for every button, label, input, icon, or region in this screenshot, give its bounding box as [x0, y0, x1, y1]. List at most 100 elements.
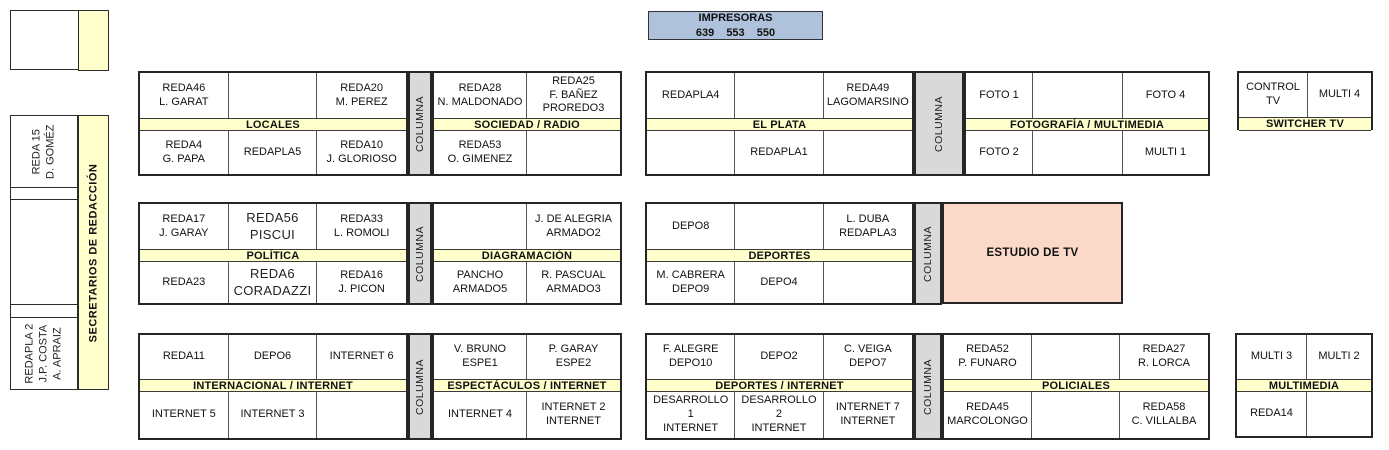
desk-cell: FOTO 4: [1145, 88, 1186, 101]
section-label: POLICIALES: [944, 379, 1208, 392]
desk-cell: REDA58 C. VILLALBA: [1131, 401, 1197, 427]
desk-cell: REDA20 M. PEREZ: [335, 81, 388, 108]
desk-cell: REDAPLA4: [647, 73, 736, 118]
section-label: INTERNACIONAL / INTERNET: [140, 379, 406, 392]
desk-redapla2-label: REDAPLA 2 J.P. COSTA A. APRAIZ: [23, 323, 63, 384]
section-label: POLÍTICA: [140, 249, 406, 262]
desk-cell: REDA53 O. GIMENEZ: [434, 131, 527, 174]
printers-numbers: 639 553 550: [695, 26, 776, 39]
columna-label: COLUMNA: [922, 225, 935, 282]
desk-cell: V. BRUNO ESPE1: [434, 335, 527, 379]
desk-reda15: REDA 15 D. GOMÉZ: [10, 115, 78, 188]
desk-cell: CONTROL TV: [1239, 73, 1308, 117]
tv-studio-box: ESTUDIO DE TV: [942, 202, 1123, 304]
desk-cell: INTERNET 3: [229, 392, 318, 438]
desk-cell-empty: [229, 73, 318, 118]
desk-cell: C. VEIGA DEPO7: [843, 343, 892, 369]
desk-cell: REDA49 LAGOMARSINO: [826, 81, 909, 108]
printers-box: IMPRESORAS 639 553 550: [648, 11, 823, 40]
desk-cell: DESARROLLO 2 INTERNET: [735, 392, 824, 438]
desk-cell: REDA52 P. FUNARO: [944, 335, 1032, 379]
desk-cell: REDA16 J. PICON: [338, 268, 385, 295]
desk-cell-empty: [1032, 335, 1120, 379]
desk-cell: REDA23: [140, 262, 229, 303]
columna-label: COLUMNA: [414, 95, 427, 152]
columna-strip: COLUMNA: [914, 202, 942, 305]
columna-strip: COLUMNA: [408, 333, 432, 440]
desk-cell-empty: [434, 204, 527, 249]
desk-redapla2: REDAPLA 2 J.P. COSTA A. APRAIZ: [10, 317, 78, 390]
desk-cell-empty: [824, 131, 912, 174]
desk-cell-empty: [1032, 392, 1120, 438]
columna-label: COLUMNA: [922, 358, 935, 415]
section-label: MULTIMEDIA: [1237, 379, 1371, 392]
desk-cell: L. DUBA REDAPLA3: [839, 212, 897, 239]
desk-cell: F. ALEGRE DEPO10: [647, 335, 736, 379]
desk-cell: REDA11: [140, 335, 229, 379]
group-policiales: REDA52 P. FUNARO REDA27 R. LORCA POLICIA…: [942, 333, 1210, 440]
desk-cell-empty: [1307, 392, 1371, 436]
section-label: DEPORTES: [647, 249, 912, 262]
desk-cell: REDA27 R. LORCA: [1138, 343, 1190, 369]
desk-cell: REDAPLA1: [735, 131, 824, 174]
section-label: FOTOGRAFÍA / MULTIMEDIA: [966, 118, 1208, 131]
desk-cell: DEPO2: [735, 335, 824, 379]
desk-cell-empty: [735, 73, 824, 118]
desk-cell-empty: [317, 392, 406, 438]
desk-cell: INTERNET 6: [329, 350, 394, 363]
secretarios-strip: SECRETARIOS DE REDACCIÓN: [78, 115, 109, 390]
desk-cell-empty: [1033, 131, 1123, 174]
section-label: EL PLATA: [647, 118, 912, 131]
desk-cell: MULTI 2: [1318, 350, 1360, 363]
desk-cell: PANCHO ARMADO5: [434, 262, 527, 303]
columna-strip: COLUMNA: [408, 202, 432, 305]
desk-cell: REDA17 J. GARAY: [140, 204, 229, 249]
desk-cell: REDA6 CORADAZZI: [229, 262, 318, 303]
section-label: DIAGRAMACIÓN: [434, 249, 620, 262]
desk-cell: FOTO 1: [966, 73, 1033, 118]
desk-cell: REDA56 PISCUI: [229, 204, 318, 249]
desk-cell: REDA33 L. ROMOLI: [333, 212, 390, 239]
desk-cell: INTERNET 5: [140, 392, 229, 438]
desk-reda15-label: REDA 15 D. GOMÉZ: [30, 124, 56, 179]
desk-cell: DEPO6: [229, 335, 318, 379]
group-espectaculos-internet: V. BRUNO ESPE1 P. GARAY ESPE2 ESPECTÁCUL…: [432, 333, 622, 440]
desk-cell: MULTI 3: [1237, 335, 1307, 379]
group-diagramacion: J. DE ALEGRIA ARMADO2 DIAGRAMACIÓN PANCH…: [432, 202, 622, 305]
desk-empty-middle: [10, 199, 78, 305]
section-label: ESPECTÁCULOS / INTERNET: [434, 379, 620, 392]
group-el-plata: REDAPLA4 REDA49 LAGOMARSINO EL PLATA RED…: [645, 71, 914, 176]
desk-cell-empty: [527, 131, 620, 174]
desk-cell: REDA28 N. MALDONADO: [434, 73, 527, 118]
desk-cell: P. GARAY ESPE2: [548, 343, 599, 369]
secretarios-label: SECRETARIOS DE REDACCIÓN: [87, 163, 100, 342]
desk-cell: INTERNET 2 INTERNET: [541, 401, 606, 427]
columna-label: COLUMNA: [414, 225, 427, 282]
group-locales: REDA46 L. GARAT REDA20 M. PEREZ LOCALES …: [138, 71, 408, 176]
desk-cell: REDAPLA5: [229, 131, 318, 174]
desk-cell: REDA45 MARCOLONGO: [944, 392, 1032, 438]
group-deportes-internet: F. ALEGRE DEPO10 DEPO2 C. VEIGA DEPO7 DE…: [645, 333, 914, 440]
group-deportes: DEPO8 L. DUBA REDAPLA3 DEPORTES M. CABRE…: [645, 202, 914, 305]
group-multimedia: MULTI 3 MULTI 2 MULTIMEDIA REDA14: [1235, 333, 1373, 438]
desk-cell: REDA46 L. GARAT: [140, 73, 229, 118]
printers-title: IMPRESORAS: [698, 12, 773, 25]
desk-cell: REDA10 J. GLORIOSO: [326, 138, 397, 165]
section-label: SWITCHER TV: [1239, 117, 1371, 131]
legend-box: [10, 9, 109, 71]
desk-cell: INTERNET 7 INTERNET: [835, 401, 900, 427]
columna-label: COLUMNA: [933, 95, 946, 152]
group-internacional-internet: REDA11 DEPO6 INTERNET 6 INTERNACIONAL / …: [138, 333, 408, 440]
desk-cell-empty: [1033, 73, 1123, 118]
desk-cell-empty: [824, 262, 912, 303]
group-sociedad-radio: REDA28 N. MALDONADO REDA25 F. BAÑEZ PROR…: [432, 71, 622, 176]
section-label: DEPORTES / INTERNET: [647, 379, 912, 392]
desk-cell: INTERNET 4: [434, 392, 527, 438]
group-switcher-tv: CONTROL TV MULTI 4 SWITCHER TV: [1237, 71, 1373, 131]
desk-cell: REDA4 G. PAPA: [140, 131, 229, 174]
columna-label: COLUMNA: [414, 358, 427, 415]
desk-spacer-bottom: [10, 304, 78, 318]
desk-cell: REDA25 F. BAÑEZ PROREDO3: [542, 74, 605, 115]
section-label: SOCIEDAD / RADIO: [434, 118, 620, 131]
